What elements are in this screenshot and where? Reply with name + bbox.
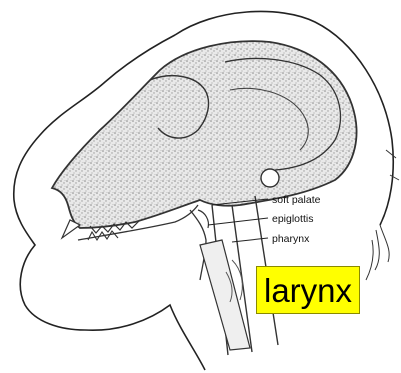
soft-palate-label: soft palate <box>272 194 321 206</box>
larynx-highlight-label: larynx <box>256 266 360 314</box>
larynx-tube <box>200 240 250 350</box>
epiglottis-shape <box>198 210 208 228</box>
hair-fringe <box>366 150 399 280</box>
pharynx-label: pharynx <box>272 233 310 245</box>
ear-bone <box>261 169 279 187</box>
epiglottis-label: epiglottis <box>272 213 313 225</box>
